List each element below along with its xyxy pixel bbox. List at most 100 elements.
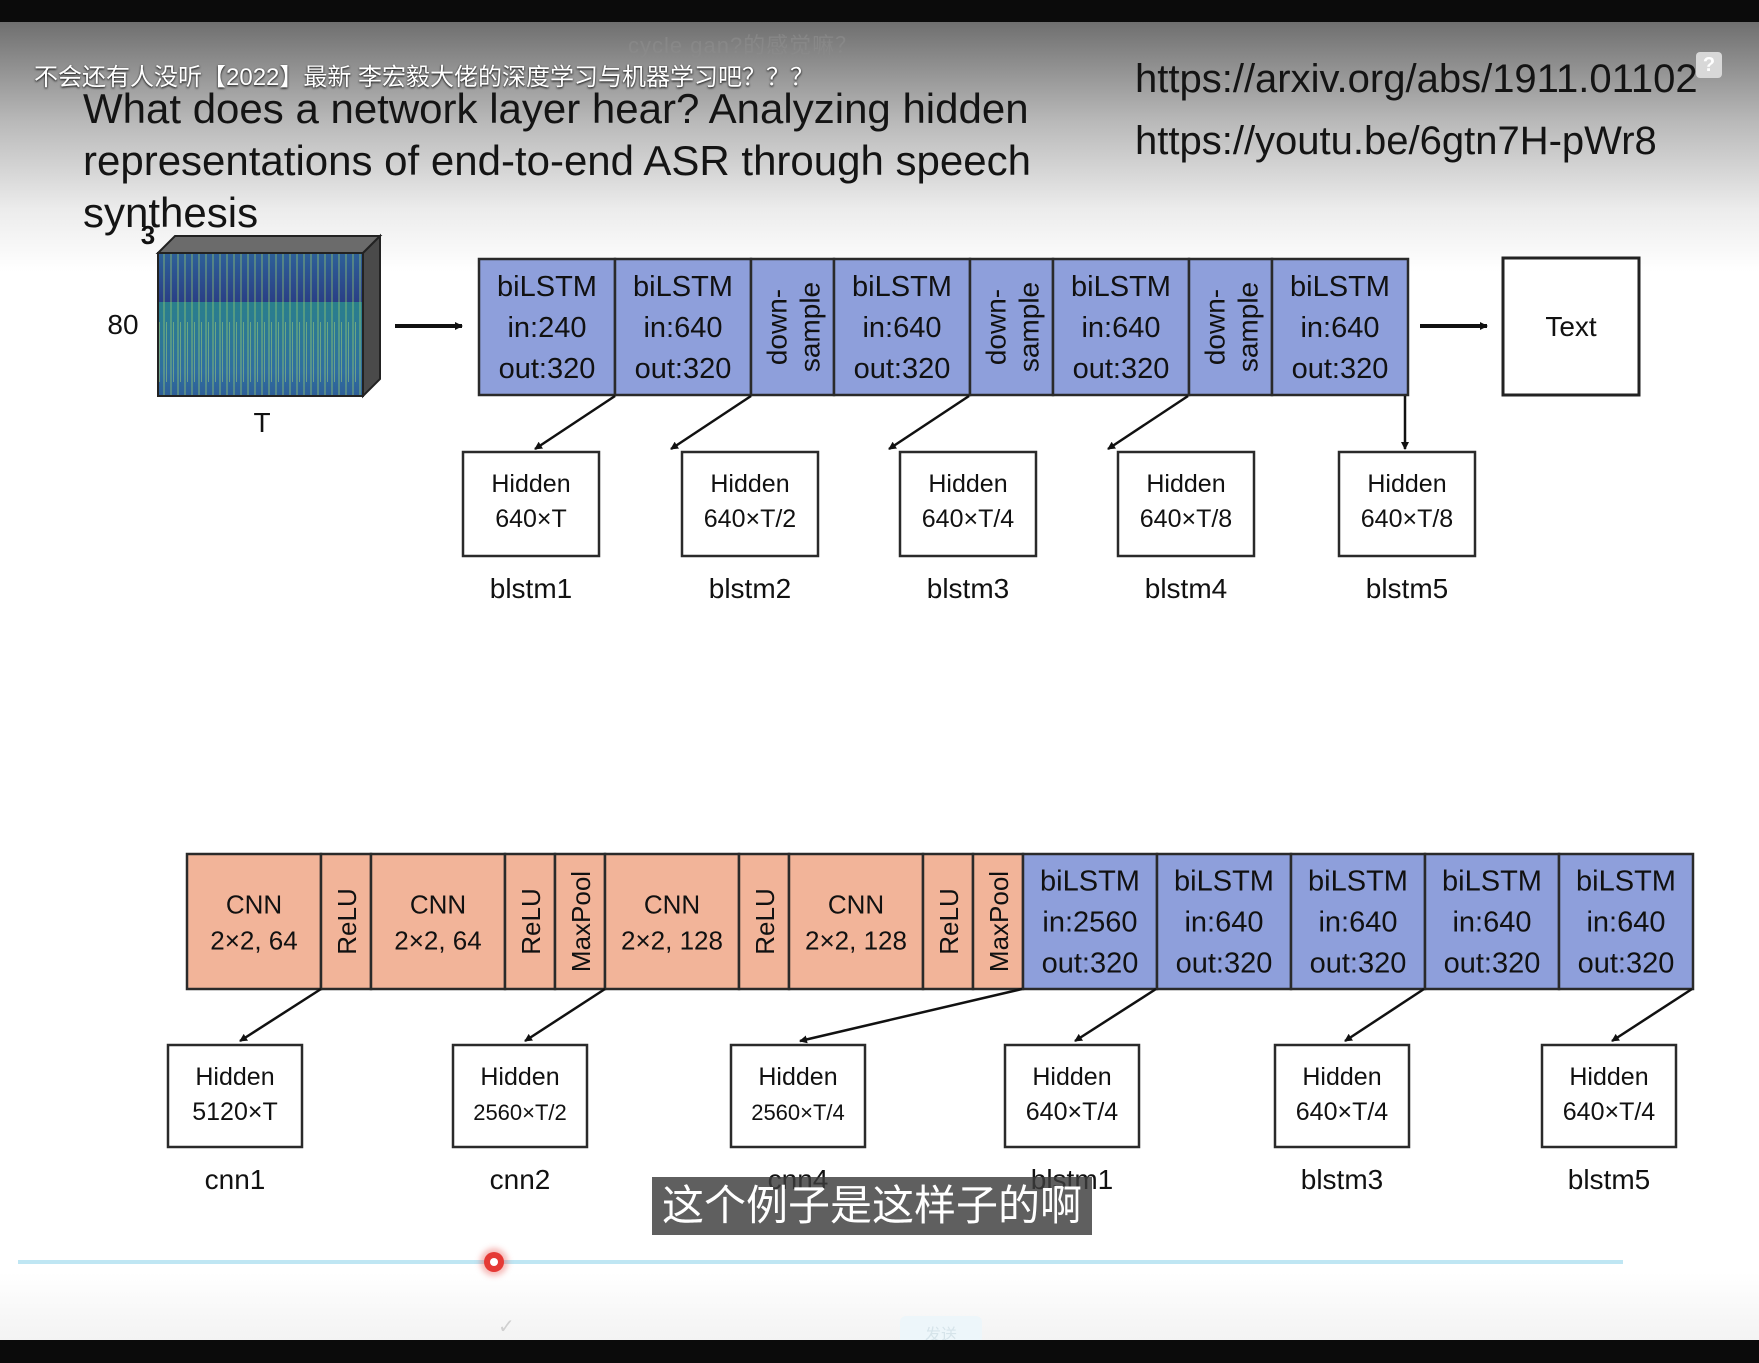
act-block [737,852,791,991]
question-icon[interactable]: ? [1696,52,1722,78]
hidden-arrow [670,394,752,451]
hidden-box-text: 5120×T [192,1098,278,1126]
hidden-box [1540,1043,1678,1149]
block-text: biLSTM [1071,271,1171,303]
spectrogram-side-face [362,233,381,399]
hidden-arrow [524,987,606,1043]
progress-scrubber-handle[interactable] [484,1252,504,1272]
block-text: biLSTM [633,271,733,303]
hidden-box-text: Hidden [1032,1063,1111,1091]
cnn-block [185,852,323,991]
slide-title: What does a network layer hear? Analyzin… [83,83,1093,239]
cnn-block [369,852,507,991]
act-block [503,852,557,991]
block-text: 2×2, 128 [621,926,723,956]
block-text: ReLU [516,888,546,954]
block-text: down- [762,289,793,365]
block-text: out:320 [1310,948,1407,980]
block-text: 2×2, 64 [394,926,481,956]
top-encoder-blocks: biLSTMin:240out:320biLSTMin:640out:320do… [477,257,1410,397]
text-output-box [1501,256,1641,397]
lstm-block [613,257,753,397]
input-width-label: T [253,407,270,438]
block-text: 2×2, 64 [210,926,297,956]
cnn-block [603,852,741,991]
danmaku-comment: cycle gan?的感觉嘛？ [628,33,859,58]
hidden-box [1337,450,1477,558]
block-text: out:320 [1292,353,1389,385]
activation-label: ReLU [516,888,546,954]
block-text: out:320 [1176,948,1273,980]
hidden-layer-label: blstm5 [1366,573,1448,604]
spectrogram-input: 3 80 T [107,220,383,438]
hidden-arrow [1344,987,1425,1043]
block-text: ReLU [750,888,780,954]
activation-label: ReLU [934,888,964,954]
title-overlay-gradient [0,22,1759,272]
cnn-block [787,852,925,991]
hidden-box-text: 2560×T/2 [473,1100,567,1125]
hidden-box [680,450,820,558]
send-button[interactable]: 发送 [900,1316,982,1340]
block-text: CNN [226,890,282,920]
hidden-layer-label: blstm4 [1145,573,1227,604]
hidden-box-text: 2560×T/4 [751,1100,845,1125]
architecture-diagram: 3 80 T biLSTMin:240out:320biLSTMin:640ou… [107,220,1695,1195]
downsample-label: down-sample [981,282,1045,372]
hidden-layer-label: cnn2 [490,1164,551,1195]
block-text: sample [1014,282,1045,372]
hidden-box-text: 640×T/8 [1361,505,1453,533]
hidden-box [1273,1043,1411,1149]
block-text: biLSTM [1442,866,1542,898]
hidden-box-text: 640×T/4 [1296,1098,1389,1126]
block-text: biLSTM [1576,866,1676,898]
activation-label: MaxPool [566,871,596,972]
check-icon[interactable]: ✓ [498,1316,515,1338]
act-block [553,852,607,991]
hidden-box [1003,1043,1141,1149]
block-text: biLSTM [1174,866,1274,898]
input-depth-label: 3 [141,220,155,250]
block-text: sample [795,282,826,372]
hidden-box-text: Hidden [480,1063,559,1091]
hidden-layer-label: cnn1 [205,1164,266,1195]
hidden-arrow [888,394,970,451]
hidden-layer-label: blstm2 [709,573,791,604]
hidden-box [1116,450,1256,558]
downsample-label: down-sample [762,282,826,372]
lstm-block [1270,257,1410,397]
down-block [749,257,836,397]
top-hidden-representations: Hidden640×Tblstm1Hidden640×T/2blstm2Hidd… [461,394,1477,604]
hidden-box-text: Hidden [1367,470,1446,498]
hidden-arrow [799,987,1023,1044]
block-text: out:320 [499,353,596,385]
lstm-block [1557,852,1695,991]
hidden-box-text: Hidden [195,1063,274,1091]
hidden-box-text: Hidden [758,1063,837,1091]
block-text: biLSTM [1290,271,1390,303]
lstm-block [1289,852,1427,991]
block-text: sample [1233,282,1264,372]
lstm-block [1423,852,1561,991]
block-text: out:320 [1578,948,1675,980]
spectrogram-top-face [155,235,383,254]
video-viewport[interactable]: What does a network layer hear? Analyzin… [0,22,1759,1340]
block-text: in:640 [1586,907,1665,939]
block-text: out:320 [1042,948,1139,980]
downsample-label: down-sample [1200,282,1264,372]
hidden-arrow [239,987,322,1043]
hidden-box [898,450,1038,558]
hidden-box-text: 640×T [495,505,567,533]
hidden-box [451,1043,589,1149]
hidden-box-text: Hidden [1302,1063,1381,1091]
block-text: MaxPool [566,871,596,972]
activation-label: ReLU [332,888,362,954]
block-text: out:320 [1073,353,1170,385]
hidden-box-text: Hidden [491,470,570,498]
block-text: biLSTM [852,271,952,303]
progress-bar[interactable] [18,1260,1623,1264]
block-text: out:320 [635,353,732,385]
block-text: MaxPool [984,871,1014,972]
